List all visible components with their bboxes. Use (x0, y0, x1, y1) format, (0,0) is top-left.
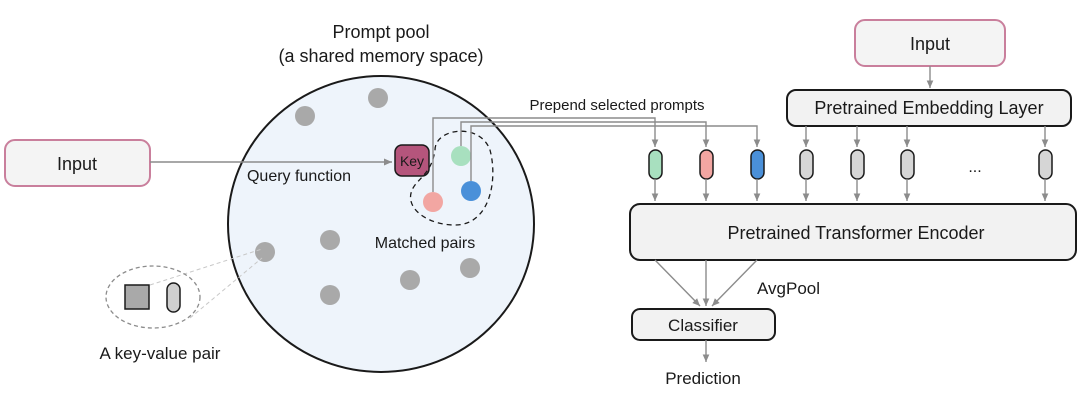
avgpool-label: AvgPool (757, 279, 820, 298)
prompt-token-blue (750, 149, 765, 180)
transformer-encoder-label: Pretrained Transformer Encoder (727, 223, 984, 243)
key-label: Key (400, 153, 424, 169)
matched-pairs-region (409, 130, 494, 226)
pool-prompt-dot (460, 258, 480, 278)
kv-zoom-line-bottom (189, 257, 263, 319)
classifier-box (631, 308, 776, 341)
prompt-pool-circle (227, 75, 535, 373)
pool-prompt-dot (368, 88, 388, 108)
input-token (850, 149, 865, 180)
pool-prompt-dot (320, 230, 340, 250)
pool-subtitle: (a shared memory space) (278, 46, 483, 66)
avgpool-arrows (654, 259, 758, 307)
embedding-layer-label: Pretrained Embedding Layer (814, 98, 1043, 118)
embedding-layer-box (786, 89, 1072, 127)
pool-title: Prompt pool (332, 22, 429, 42)
right-input-label: Input (910, 34, 950, 54)
prediction-label: Prediction (665, 369, 741, 388)
prompt-token-pink (699, 149, 714, 180)
prepend-label: Prepend selected prompts (529, 97, 704, 114)
kv-pair-label: A key-value pair (100, 344, 221, 363)
pool-prompt-dot (400, 270, 420, 290)
kv-zoom-line-top (149, 248, 263, 286)
left-input-box (4, 139, 151, 187)
pool-prompt-dot (295, 106, 315, 126)
kv-pair-ring (105, 265, 201, 329)
pool-prompt-dot (320, 285, 340, 305)
input-token (1038, 149, 1053, 180)
matched-pairs-label: Matched pairs (375, 235, 476, 252)
left-input-label: Input (57, 154, 97, 174)
input-token (900, 149, 915, 180)
classifier-label: Classifier (668, 316, 738, 335)
matched-prompt-green (451, 146, 471, 166)
input-token (799, 149, 814, 180)
kv-key-square (124, 284, 150, 310)
kv-value-capsule (166, 282, 181, 313)
matched-prompt-blue (461, 181, 481, 201)
matched-prompt-pink (423, 192, 443, 212)
token-ellipsis: ... (968, 159, 981, 176)
key-box (394, 144, 430, 177)
token-encoder-arrows (651, 179, 1049, 201)
prompt-token-green (648, 149, 663, 180)
prepend-connectors (432, 117, 761, 192)
pool-prompt-dot (255, 242, 275, 262)
pool-prompts (255, 88, 480, 305)
query-function-label: Query function (247, 168, 351, 185)
embedding-token-arrows (802, 126, 1049, 147)
transformer-encoder-box (629, 203, 1077, 261)
